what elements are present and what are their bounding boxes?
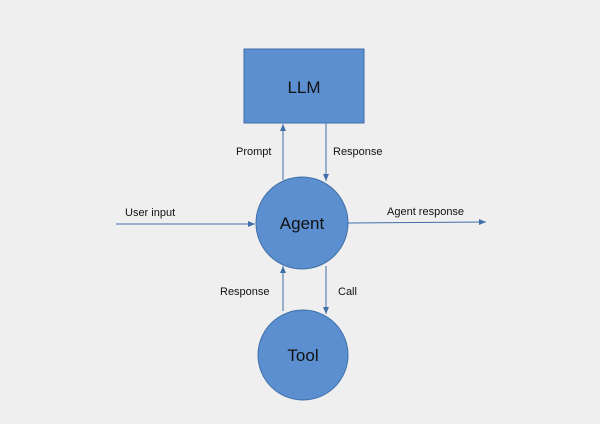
tool-node: Tool (257, 309, 349, 401)
agent-response-arrow (347, 219, 487, 226)
tool-label: Tool (287, 346, 318, 365)
prompt-label: Prompt (236, 146, 271, 158)
agent-label: Agent (280, 214, 325, 233)
llm-response-label: Response (333, 146, 383, 158)
agent-response-label: Agent response (387, 206, 464, 218)
tool-response-label: Response (220, 286, 270, 298)
user-input-label: User input (125, 207, 175, 219)
llm-label: LLM (287, 78, 320, 97)
llm-node: LLM (243, 48, 365, 124)
call-label: Call (338, 286, 357, 298)
agent-node: Agent (255, 176, 349, 270)
